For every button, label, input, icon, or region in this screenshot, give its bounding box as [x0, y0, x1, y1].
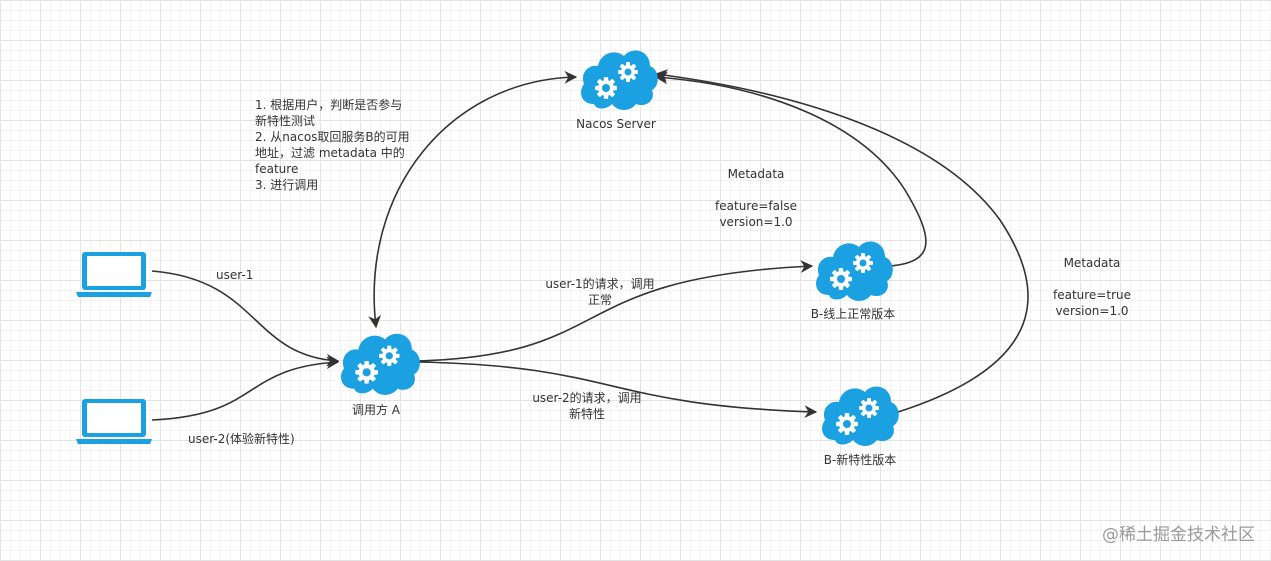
metadata-online: Metadata feature=false version=1.0	[700, 166, 812, 230]
edge-a-to-b-online	[417, 260, 814, 362]
edge-b-online-to-nacos	[654, 71, 927, 267]
notes-line: 2. 从nacos取回服务B的可用	[255, 130, 410, 144]
user2-label: user-2(体验新特性)	[188, 432, 295, 446]
user1-request-line: 正常	[587, 293, 612, 307]
user2-laptop-icon	[76, 399, 152, 444]
metadata-feature-title: Metadata	[1063, 256, 1121, 270]
nacos-server-label: Nacos Server	[576, 117, 656, 131]
caller-a-icon	[340, 333, 420, 395]
nacos-server-icon	[581, 50, 658, 110]
edge-user1-to-a	[151, 270, 340, 367]
user2-request-line: 新特性	[568, 407, 605, 421]
watermark: @稀土掘金技术社区	[1102, 525, 1255, 545]
user1-label: user-1	[216, 268, 254, 282]
edge-b-feature-to-nacos	[654, 69, 1029, 413]
metadata-online-feature: feature=false	[715, 199, 797, 213]
b-feature-icon	[822, 386, 899, 446]
b-feature-label: B-新特性版本	[823, 453, 897, 467]
b-online-icon	[816, 241, 893, 301]
notes-line: 新特性测试	[255, 114, 316, 128]
user1-request-line: user-1的请求，调用	[545, 277, 655, 291]
edge-a-nacos	[368, 70, 578, 329]
metadata-online-version: version=1.0	[719, 215, 793, 229]
metadata-online-title: Metadata	[727, 167, 785, 181]
b-online-label: B-线上正常版本	[810, 307, 896, 321]
edge-user2-to-a	[151, 356, 340, 421]
metadata-feature: Metadata feature=true version=1.0	[1036, 255, 1148, 319]
user2-request-label: user-2的请求，调用 新特性	[515, 390, 659, 422]
metadata-feature-version: version=1.0	[1055, 304, 1129, 318]
notes-line: 1. 根据用户，判断是否参与	[255, 98, 403, 112]
edge-a-to-b-feature	[417, 361, 818, 419]
notes-line: 3. 进行调用	[255, 178, 319, 192]
caller-a-label: 调用方 A	[351, 403, 401, 417]
notes-line: feature	[255, 162, 299, 176]
routing-notes: 1. 根据用户，判断是否参与 新特性测试 2. 从nacos取回服务B的可用 地…	[255, 97, 425, 193]
metadata-feature-feature: feature=true	[1052, 288, 1131, 302]
notes-line: 地址，过滤 metadata 中的	[255, 146, 405, 160]
user2-request-line: user-2的请求，调用	[532, 391, 642, 405]
user1-laptop-icon	[76, 252, 152, 297]
user1-request-label: user-1的请求，调用 正常	[528, 276, 672, 308]
